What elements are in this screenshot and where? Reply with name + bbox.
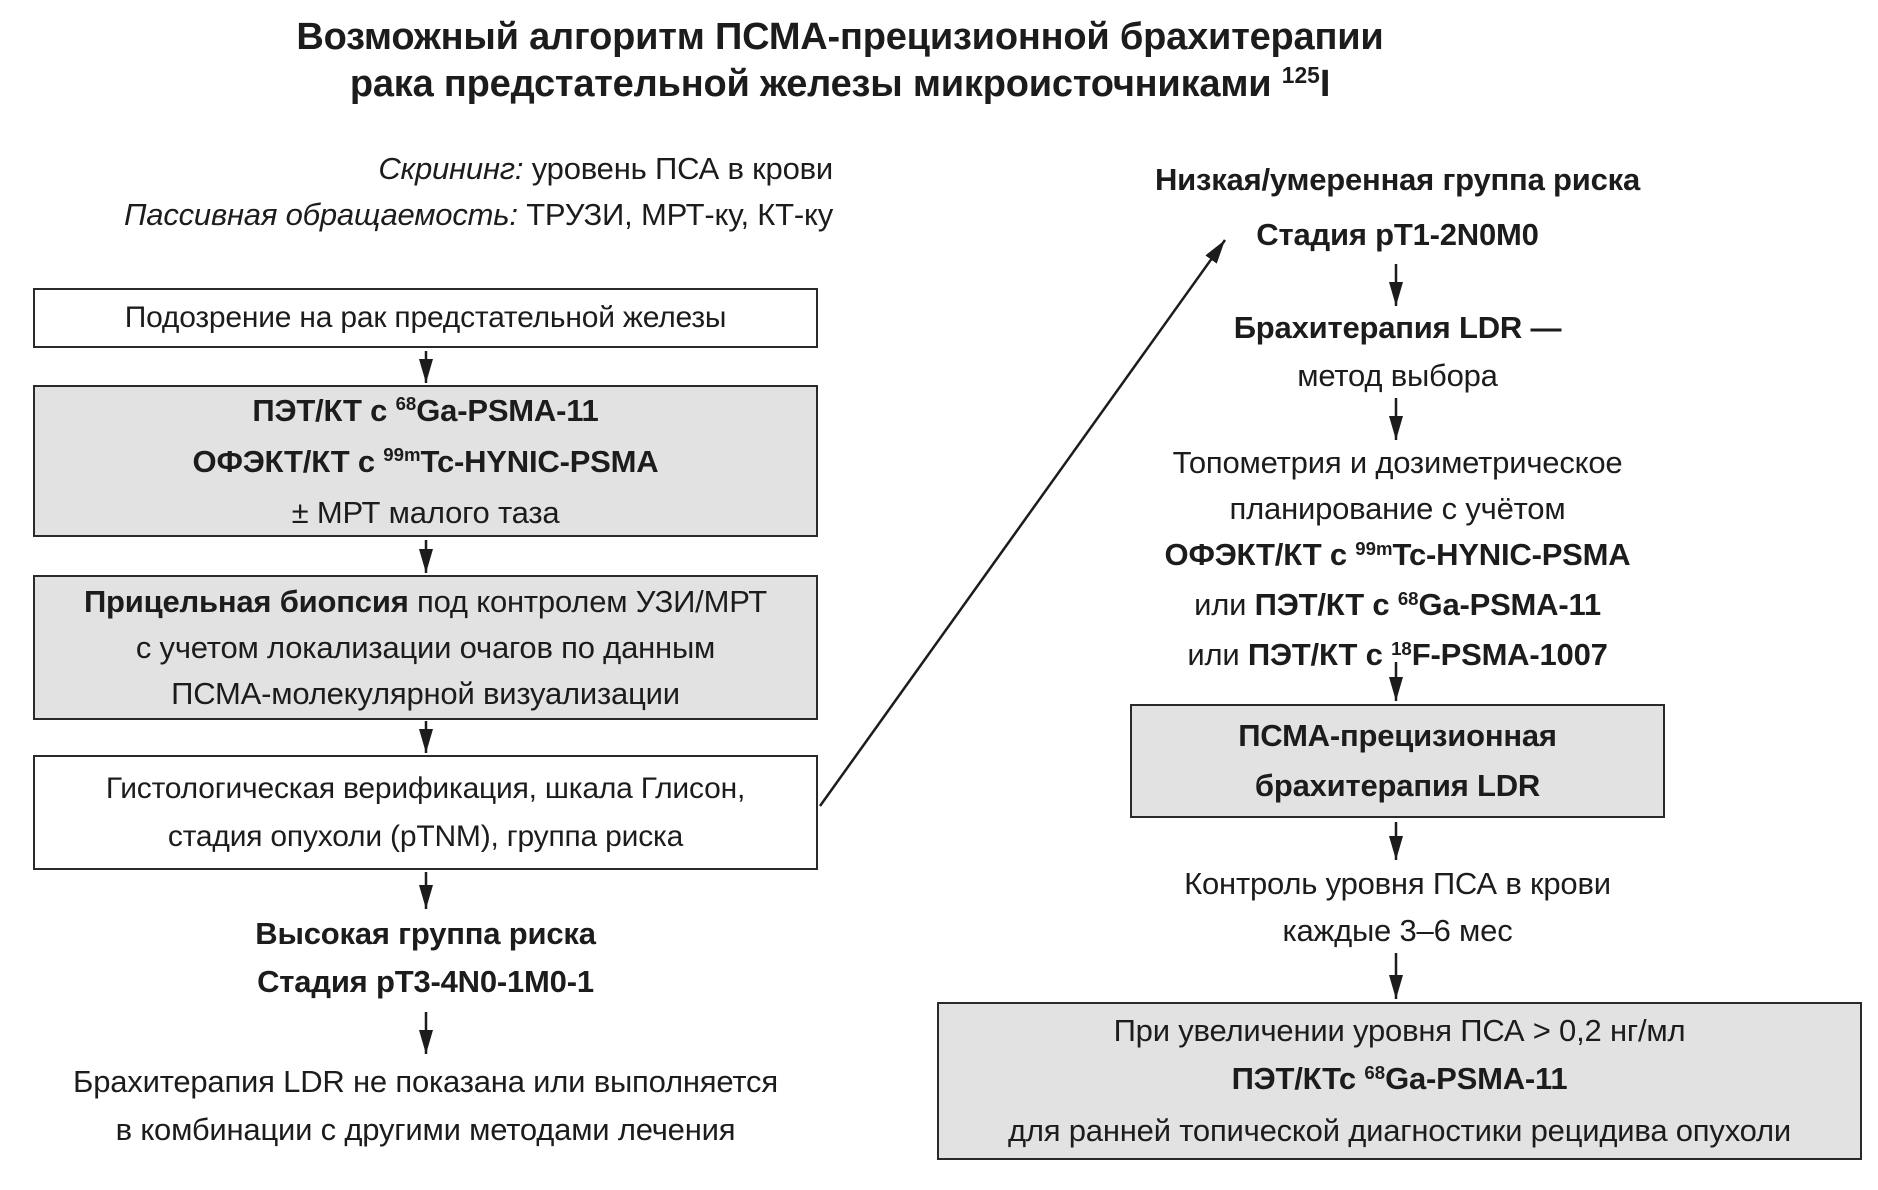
box-imaging-line1: ПЭТ/КТ с 68Ga-PSMA-11 <box>35 387 816 438</box>
planning-line4-pre: ПЭТ/КТ с <box>1254 587 1398 622</box>
planning-line5: или ПЭТ/КТ с 18F-PSMA-1007 <box>1050 632 1745 682</box>
planning-line5-pre: ПЭТ/КТ с <box>1247 637 1392 672</box>
psa-followup-line2: каждые 3–6 мес <box>1282 913 1513 948</box>
box-psma-line1: ПСМА-прецизионная <box>1238 718 1557 753</box>
planning-line5-main: F-PSMA-1007 <box>1411 637 1608 672</box>
arrow-histology-to-lowrisk-diagonal <box>818 239 1227 807</box>
biopsy-line1-rest: под контролем УЗИ/МРТ <box>408 583 768 619</box>
high-risk-line1: Высокая группа риска <box>255 916 596 951</box>
tc99m-superscript-2: 99m <box>1355 537 1393 559</box>
title-line2: рака предстательной железы микроисточник… <box>0 61 1680 112</box>
relapse-line2-pre: ПЭТ/КТс <box>1231 1061 1365 1096</box>
box-imaging-line2: ОФЭКТ/КТ с 99mTc-HYNIC-PSMA <box>35 438 816 489</box>
f18-superscript: 18 <box>1391 637 1412 659</box>
ga68-superscript-3: 68 <box>1364 1061 1386 1083</box>
box-histology: Гистологическая верификация, шкала Глисо… <box>33 755 818 870</box>
low-risk-group: Низкая/умеренная группа риска Стадия pT1… <box>1050 152 1745 262</box>
planning-line4-main: Ga-PSMA-11 <box>1418 587 1602 622</box>
isotope-element: I <box>1319 63 1331 105</box>
screening-label: Скрининг: <box>378 151 524 186</box>
box-suspicion: Подозрение на рак предстательной железы <box>33 288 818 348</box>
brachytherapy-choice-line1: Брахитерапия LDR — <box>1233 310 1562 345</box>
planning-line3-main: Tc-HYNIC-PSMA <box>1392 537 1631 572</box>
box-psma-brachytherapy: ПСМА-прецизионная брахитерапия LDR <box>1130 704 1665 818</box>
box-suspicion-text: Подозрение на рак предстательной железы <box>124 301 727 334</box>
ldr-combination-note: Брахитерапия LDR не показана или выполня… <box>33 1058 818 1154</box>
imaging-line2-pre: ОФЭКТ/КТ с <box>192 443 384 479</box>
box-relapse: При увеличении уровня ПСА > 0,2 нг/мл ПЭ… <box>937 1002 1862 1160</box>
ga68-superscript: 68 <box>395 393 417 415</box>
ga68-superscript-2: 68 <box>1397 587 1419 609</box>
box-relapse-line2: ПЭТ/КТс 68Ga-PSMA-11 <box>939 1055 1860 1107</box>
psa-followup: Контроль уровня ПСА в крови каждые 3–6 м… <box>1050 860 1745 954</box>
ldr-combination-line2: в комбинации с другими методами лечения <box>115 1112 736 1147</box>
brachytherapy-choice: Брахитерапия LDR — метод выбора <box>1050 304 1745 400</box>
box-imaging-line3: ± МРТ малого таза <box>291 494 560 530</box>
imaging-line1-pre: ПЭТ/КТ с <box>252 392 396 428</box>
planning-line2: планирование с учётом <box>1229 491 1566 526</box>
biopsy-bold-lead: Прицельная биопсия <box>83 583 409 619</box>
box-histology-line2: стадия опухоли (pTNM), группа риска <box>167 819 684 853</box>
screening-note: Скрининг: уровень ПСА в крови Пассивная … <box>33 146 833 238</box>
high-risk-line2: Стадия pT3-4N0-1M0-1 <box>257 964 594 999</box>
tc99m-superscript: 99m <box>383 444 421 466</box>
planning-line4-body: ПЭТ/КТ с 68Ga-PSMA-11 <box>1255 587 1601 622</box>
imaging-line1-main: Ga-PSMA-11 <box>416 392 599 428</box>
planning-line3-pre: ОФЭКТ/КТ с <box>1164 537 1356 572</box>
planning-line5-body: ПЭТ/КТ с 18F-PSMA-1007 <box>1248 637 1608 672</box>
psa-followup-line1: Контроль уровня ПСА в крови <box>1184 866 1611 901</box>
high-risk-group: Высокая группа риска Стадия pT3-4N0-1M0-… <box>33 910 818 1006</box>
ldr-combination-line1: Брахитерапия LDR не показана или выполня… <box>73 1064 778 1099</box>
title-line1: Возможный алгоритм ПСМА-прецизионной бра… <box>296 16 1384 58</box>
planning-line5-or: или <box>1187 637 1248 672</box>
box-histology-line1: Гистологическая верификация, шкала Глисо… <box>105 771 746 805</box>
brachytherapy-choice-line2: метод выбора <box>1297 358 1498 393</box>
planning-block: Топометрия и дозиметрическое планировани… <box>1050 440 1745 682</box>
title-line2-text: рака предстательной железы микроисточник… <box>349 63 1282 105</box>
planning-line1: Топометрия и дозиметрическое <box>1172 445 1623 480</box>
box-relapse-line1: При увеличении уровня ПСА > 0,2 нг/мл <box>1113 1013 1686 1048</box>
box-psma-line2: брахитерапия LDR <box>1254 768 1541 803</box>
imaging-line2-main: Tc-HYNIC-PSMA <box>420 443 659 479</box>
box-biopsy-line1: Прицельная биопсия под контролем УЗИ/МРТ <box>35 579 816 625</box>
box-imaging: ПЭТ/КТ с 68Ga-PSMA-11 ОФЭКТ/КТ с 99mTc-H… <box>33 385 818 537</box>
isotope-125-superscript: 125 <box>1281 62 1320 89</box>
box-biopsy-line3: ПСМА-молекулярной визуализации <box>171 675 680 711</box>
passive-referral-text: ТРУЗИ, МРТ-ку, КТ-ку <box>517 197 833 232</box>
relapse-line2-main: Ga-PSMA-11 <box>1385 1061 1568 1096</box>
box-biopsy-line2: с учетом локализации очагов по данным <box>135 629 716 665</box>
passive-referral-label: Пассивная обращаемость: <box>124 197 518 232</box>
planning-line3: ОФЭКТ/КТ с 99mTc-HYNIC-PSMA <box>1050 532 1745 582</box>
low-risk-line2: Стадия pT1-2N0M0 <box>1256 217 1539 252</box>
page-title: Возможный алгоритм ПСМА-прецизионной бра… <box>0 14 1680 112</box>
box-relapse-line3: для ранней топической диагностики рециди… <box>1007 1113 1792 1148</box>
planning-line4: или ПЭТ/КТ с 68Ga-PSMA-11 <box>1050 582 1745 632</box>
planning-line4-or: или <box>1194 587 1255 622</box>
low-risk-line1: Низкая/умеренная группа риска <box>1154 162 1641 197</box>
screening-text: уровень ПСА в крови <box>523 151 833 186</box>
screening-line2: Пассивная обращаемость: ТРУЗИ, МРТ-ку, К… <box>33 192 833 238</box>
box-biopsy: Прицельная биопсия под контролем УЗИ/МРТ… <box>33 575 818 720</box>
screening-line1: Скрининг: уровень ПСА в крови <box>33 146 833 192</box>
